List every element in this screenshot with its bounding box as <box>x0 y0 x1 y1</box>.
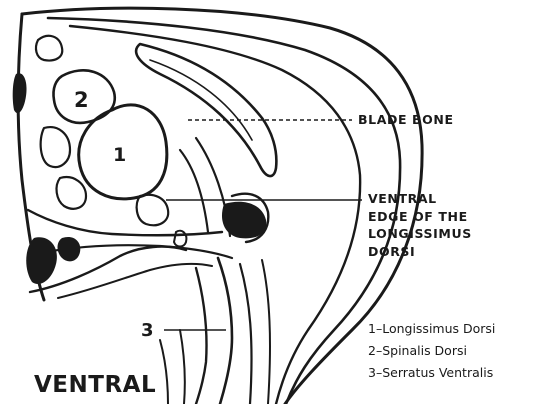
minor-muscle-5 <box>174 231 186 247</box>
serratus-line-4 <box>262 260 270 404</box>
serratus-ventralis-outline-2 <box>196 268 207 404</box>
orientation-label: VENTRAL <box>34 372 156 398</box>
ventral-edge-label-line-1: VENTRAL <box>368 190 472 208</box>
dark-region-left-1 <box>26 237 57 284</box>
fat-layer-line-2 <box>70 26 360 404</box>
blade-bone-inner <box>150 60 252 140</box>
ventral-edge-label-line-2: EDGE OF THE <box>368 208 472 226</box>
region-number-1: 1 <box>113 144 126 166</box>
minor-muscle-6 <box>180 150 208 232</box>
ventral-edge-label: VENTRAL EDGE OF THE LONGISSIMUS DORSI <box>368 190 472 260</box>
legend-item-longissimus-dorsi: 1–Longissimus Dorsi <box>368 318 495 340</box>
rib-outline <box>28 210 222 235</box>
dark-region-edge <box>13 73 27 113</box>
minor-muscle-3 <box>57 177 86 209</box>
dark-region-left-2 <box>58 237 81 261</box>
blade-bone-label: BLADE BONE <box>358 111 454 129</box>
ventral-edge-label-line-3: LONGISSIMUS <box>368 225 472 243</box>
minor-muscle-4 <box>137 195 169 225</box>
serratus-line-3 <box>240 264 252 404</box>
serratus-line-6 <box>160 340 168 404</box>
legend-item-spinalis-dorsi: 2–Spinalis Dorsi <box>368 340 495 362</box>
legend-item-serratus-ventralis: 3–Serratus Ventralis <box>368 362 495 384</box>
minor-muscle-1 <box>36 36 62 61</box>
ventral-edge-label-line-4: DORSI <box>368 243 472 261</box>
serratus-ventralis-outline <box>218 258 232 404</box>
lower-contour-2 <box>58 264 212 298</box>
region-number-3: 3 <box>141 320 154 341</box>
region-number-2: 2 <box>74 88 89 112</box>
serratus-line-5 <box>180 330 185 404</box>
minor-muscle-2 <box>41 127 70 167</box>
legend: 1–Longissimus Dorsi 2–Spinalis Dorsi 3–S… <box>368 318 495 384</box>
